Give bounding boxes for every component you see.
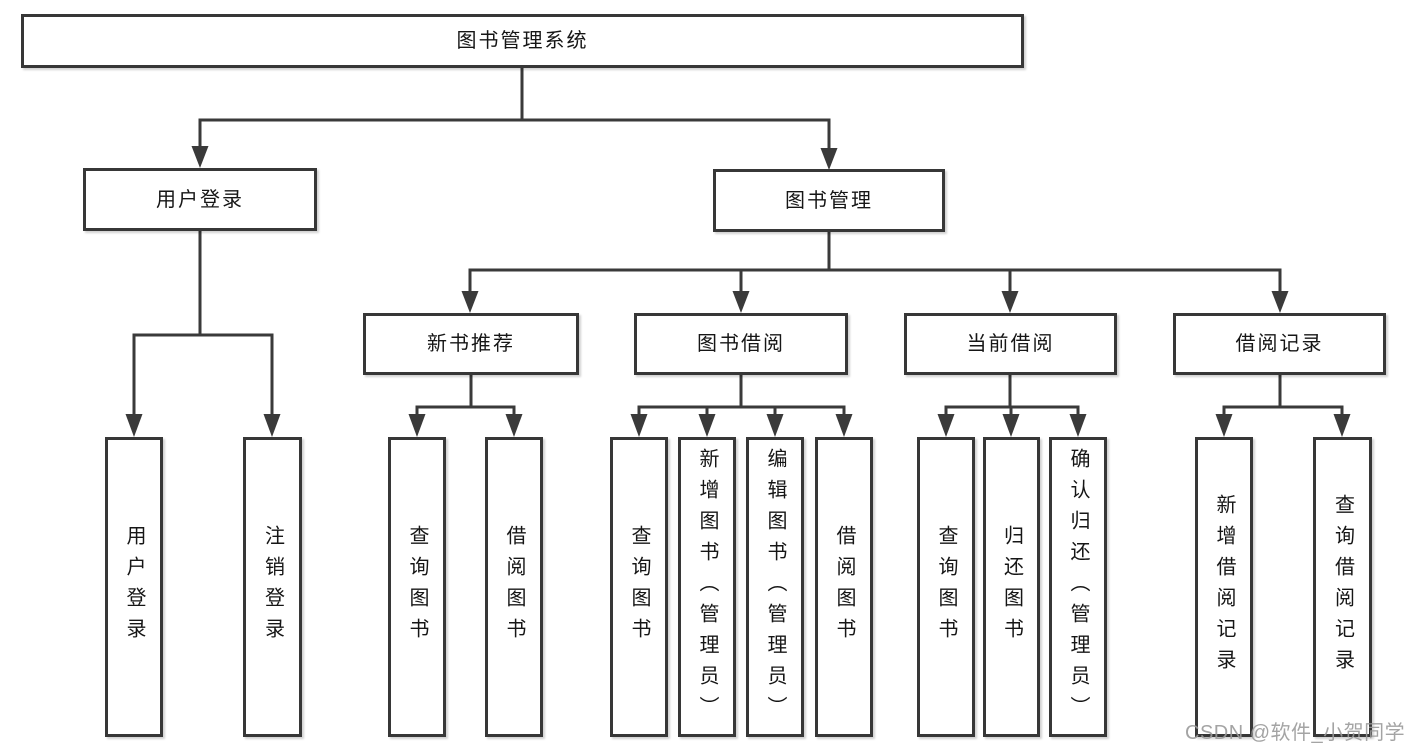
leaf-current-return-books-label: 归还图书 [1000, 525, 1023, 649]
node-new-book-recommendation: 新书推荐 [363, 313, 579, 375]
node-book-borrowing-label: 图书借阅 [697, 333, 785, 355]
leaf-current-query-books: 查询图书 [917, 437, 975, 737]
leaf-logout-label: 注销登录 [261, 525, 284, 649]
node-current-borrowing: 当前借阅 [904, 313, 1117, 375]
leaf-current-confirm-return-admin: 确认归还（管理员） [1049, 437, 1107, 737]
leaf-recommend-borrow-books: 借阅图书 [485, 437, 543, 737]
node-borrowing-records-label: 借阅记录 [1235, 333, 1324, 355]
leaf-borrowing-add-books-admin-label: 新增图书（管理员） [696, 447, 718, 727]
leaf-borrowing-query-books: 查询图书 [610, 437, 668, 737]
leaf-borrowing-borrow-books: 借阅图书 [815, 437, 873, 737]
node-user-login-label: 用户登录 [156, 188, 244, 211]
leaf-recommend-borrow-books-label: 借阅图书 [503, 525, 525, 649]
leaf-recommend-query-books-label: 查询图书 [406, 525, 428, 649]
leaf-records-add-record: 新增借阅记录 [1195, 437, 1253, 737]
node-root-label: 图书管理系统 [456, 30, 589, 52]
leaf-logout: 注销登录 [243, 437, 302, 737]
leaf-current-return-books: 归还图书 [983, 437, 1040, 737]
leaf-current-query-books-label: 查询图书 [935, 525, 957, 649]
watermark: CSDN @软件_小贺同学 [1185, 722, 1405, 744]
node-root: 图书管理系统 [21, 14, 1024, 68]
leaf-user-login-label: 用户登录 [123, 525, 145, 649]
node-user-login: 用户登录 [83, 168, 317, 231]
leaf-borrowing-edit-books-admin-label: 编辑图书（管理员） [764, 447, 786, 727]
node-new-book-recommendation-label: 新书推荐 [427, 333, 515, 355]
leaf-borrowing-add-books-admin: 新增图书（管理员） [678, 437, 736, 737]
leaf-borrowing-borrow-books-label: 借阅图书 [833, 525, 855, 649]
leaf-records-query-record: 查询借阅记录 [1313, 437, 1372, 737]
node-book-management: 图书管理 [713, 169, 945, 232]
leaf-borrowing-edit-books-admin: 编辑图书（管理员） [746, 437, 804, 737]
leaf-recommend-query-books: 查询图书 [388, 437, 446, 737]
leaf-current-confirm-return-admin-label: 确认归还（管理员） [1067, 447, 1089, 727]
node-current-borrowing-label: 当前借阅 [966, 333, 1055, 355]
node-book-borrowing: 图书借阅 [634, 313, 848, 375]
leaf-records-add-record-label: 新增借阅记录 [1213, 494, 1235, 680]
leaf-user-login: 用户登录 [105, 437, 163, 737]
leaf-borrowing-query-books-label: 查询图书 [628, 525, 650, 649]
node-book-management-label: 图书管理 [785, 189, 873, 212]
leaf-records-query-record-label: 查询借阅记录 [1331, 494, 1354, 680]
node-borrowing-records: 借阅记录 [1173, 313, 1386, 375]
